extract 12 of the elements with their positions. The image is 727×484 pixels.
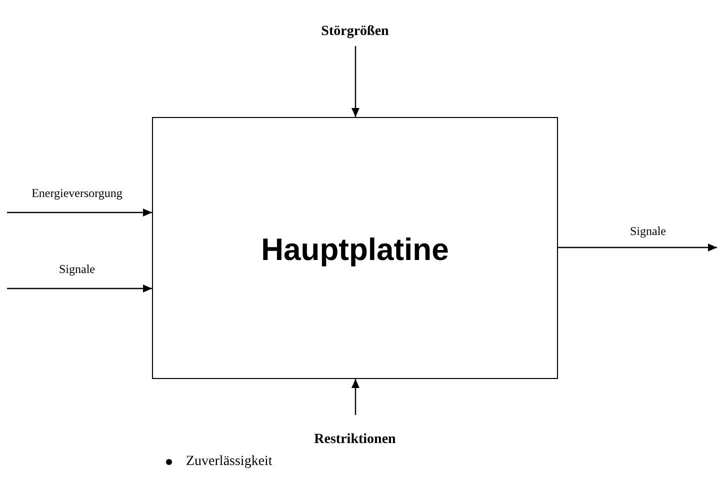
- edge-label: Signale: [58, 261, 96, 278]
- edge-label: Signale: [629, 223, 667, 240]
- input-heading: Störgrößen: [305, 20, 405, 42]
- process-box: Hauptplatine: [152, 117, 558, 379]
- arrow: [7, 208, 152, 216]
- edge-label: Energieversorgung: [30, 185, 124, 202]
- input-heading: Restriktionen: [300, 428, 410, 450]
- arrow: [352, 46, 360, 117]
- arrow: [352, 379, 360, 415]
- arrow: [7, 284, 152, 292]
- arrow: [558, 244, 717, 252]
- list-item: Zuverlässigkeit: [186, 453, 272, 471]
